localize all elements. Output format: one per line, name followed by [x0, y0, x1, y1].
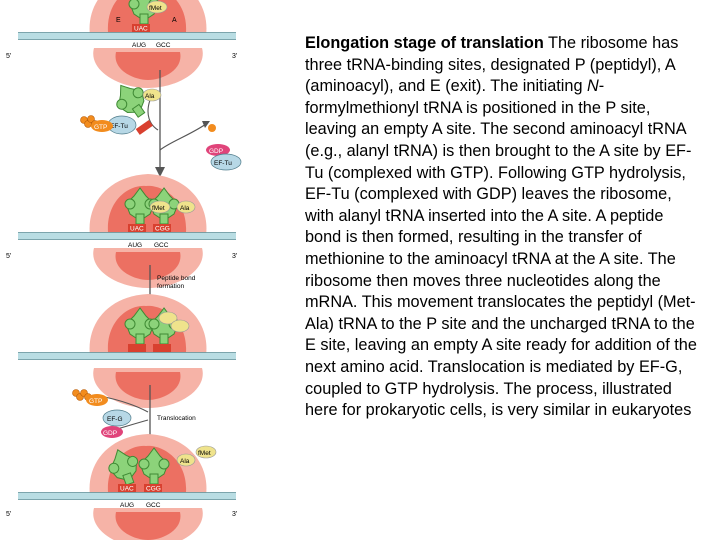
svg-text:3': 3' [232, 511, 237, 518]
svg-text:UAC: UAC [120, 486, 134, 493]
svg-text:GCC: GCC [154, 242, 169, 249]
panel-5-translocated: Ala fMet UAC CGG AUG GCC 5' 3' [6, 434, 237, 540]
svg-text:GDP: GDP [103, 430, 117, 437]
svg-text:AUG: AUG [120, 502, 134, 509]
svg-text:Ala: Ala [180, 458, 190, 465]
svg-text:EF-Tu: EF-Tu [110, 123, 128, 130]
svg-text:AUG: AUG [128, 242, 142, 249]
released-bead [208, 124, 216, 132]
gtp-badge-2 [86, 394, 108, 406]
step-translocation: Translocation GTP EF-G GDP [72, 385, 196, 450]
svg-text:UAC: UAC [130, 226, 144, 233]
svg-text:5': 5' [6, 253, 11, 260]
svg-text:fMet: fMet [152, 205, 165, 212]
codon-gcc-1: GCC [156, 42, 171, 49]
panel-2-ef-tu-delivery: Ala EF-Tu GTP GDP EF-Tu [80, 70, 242, 177]
panel-1-initial: 5' 3' fMet UAC AUG GCC E A [6, 0, 237, 88]
fmet-label-1: fMet [149, 5, 162, 12]
mrna-3-prime-label: 3' [232, 53, 237, 60]
caption-body-italic: N [587, 77, 599, 96]
svg-text:5': 5' [6, 511, 11, 518]
svg-text:fMet: fMet [198, 450, 211, 457]
translation-elongation-figure: 5' 3' fMet UAC AUG GCC E A Ala EF-Tu GTP [6, 0, 242, 540]
svg-text:EF-Tu: EF-Tu [214, 160, 232, 167]
codon-aug-1: AUG [132, 42, 146, 49]
svg-text:GCC: GCC [146, 502, 161, 509]
peptide-bond-label: Peptide bond formation [157, 275, 197, 290]
caption-title: Elongation stage of translation [305, 34, 544, 52]
svg-text:GDP: GDP [209, 148, 223, 155]
svg-text:Ala: Ala [145, 93, 155, 100]
gdp-badge-2 [101, 426, 123, 438]
ef-tu-released [210, 153, 242, 171]
svg-text:CGG: CGG [155, 226, 170, 233]
caption-text: Elongation stage of translation The ribo… [305, 33, 700, 422]
svg-text:EF-G: EF-G [107, 416, 123, 423]
fmet-amino-acid-1 [146, 0, 168, 14]
gdp-exit-arrow [159, 123, 207, 151]
panel-4-peptide-formed [18, 294, 236, 408]
mrna-5-prime-label: 5' [6, 53, 11, 60]
svg-text:3': 3' [232, 253, 237, 260]
svg-text:GTP: GTP [94, 124, 107, 131]
ala-amino-acid-incoming [142, 88, 162, 102]
svg-text:CGG: CGG [146, 486, 161, 493]
ribosome-3 [89, 294, 207, 408]
anticodon-uac-1 [132, 24, 150, 32]
gtp-badge-1 [91, 120, 113, 132]
svg-text:UAC: UAC [134, 26, 148, 33]
svg-text:Ala: Ala [180, 205, 190, 212]
site-a-label-1: A [172, 17, 177, 24]
svg-text:GTP: GTP [89, 398, 102, 405]
gdp-badge-1 [206, 144, 230, 156]
translocation-label: Translocation [157, 415, 196, 422]
site-e-label-1: E [116, 17, 121, 24]
ribosome-2 [89, 174, 207, 288]
panel-3-a-site-filled: 5' 3' fMet Ala UAC CGG AUG GCC [6, 174, 237, 288]
ef-g-complex [102, 409, 132, 427]
caption-body-1: The ribosome has three tRNA-binding site… [305, 34, 679, 96]
caption-body-2: -formylmethionyl tRNA is positioned in t… [305, 77, 697, 420]
delivery-arrow [147, 99, 159, 131]
